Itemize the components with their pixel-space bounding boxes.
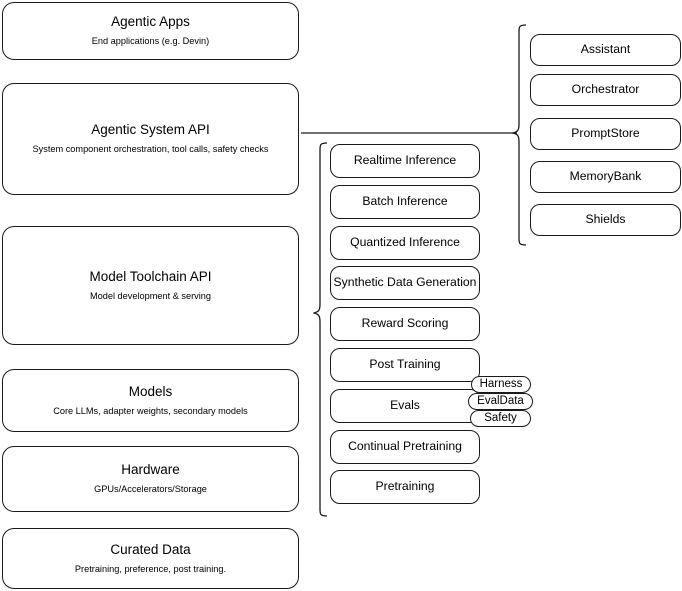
component-box-orchestrator[interactable]: Orchestrator [530, 74, 681, 106]
component-label: Shields [585, 212, 626, 227]
capability-box-reward-scoring[interactable]: Reward Scoring [330, 307, 480, 341]
capability-label: Realtime Inference [353, 153, 457, 168]
layer-subtitle: Core LLMs, adapter weights, secondary mo… [53, 405, 248, 416]
eval-chip-safety[interactable]: Safety [470, 410, 531, 427]
component-box-memorybank[interactable]: MemoryBank [530, 161, 681, 193]
capability-label: Evals [390, 398, 420, 413]
layer-title: Curated Data [110, 541, 191, 557]
capability-label: Batch Inference [362, 194, 448, 209]
capability-box-evals[interactable]: Evals [330, 389, 480, 423]
component-label: Assistant [580, 42, 631, 57]
layer-subtitle: Model development & serving [89, 290, 212, 301]
capability-box-synthetic-data-generation[interactable]: Synthetic Data Generation [330, 266, 480, 300]
layer-title: Hardware [121, 462, 180, 478]
layer-subtitle: System component orchestration, tool cal… [32, 144, 269, 155]
capability-label: Post Training [369, 357, 441, 372]
eval-chip-harness[interactable]: Harness [471, 376, 531, 393]
capability-box-realtime-inference[interactable]: Realtime Inference [330, 144, 480, 178]
component-label: Orchestrator [571, 82, 640, 97]
capability-box-quantized-inference[interactable]: Quantized Inference [330, 226, 480, 260]
eval-chip-evaldata[interactable]: EvalData [468, 393, 533, 410]
capability-label: Quantized Inference [350, 235, 460, 250]
layer-title: Agentic Apps [111, 14, 190, 30]
capability-box-continual-pretraining[interactable]: Continual Pretraining [330, 430, 480, 464]
component-box-promptstore[interactable]: PromptStore [530, 118, 681, 150]
capability-label: Synthetic Data Generation [333, 275, 477, 290]
layer-box-agentic-apps[interactable]: Agentic Apps End applications (e.g. Devi… [2, 2, 299, 60]
component-label: PromptStore [571, 126, 640, 141]
layer-subtitle: End applications (e.g. Devin) [91, 36, 210, 47]
layer-box-curated-data[interactable]: Curated Data Pretraining, preference, po… [2, 528, 299, 589]
layer-title: Models [128, 383, 173, 399]
middle-column-brace [313, 142, 328, 517]
capability-box-pretraining[interactable]: Pretraining [330, 470, 480, 504]
right-column-brace [512, 24, 527, 246]
component-box-shields[interactable]: Shields [530, 204, 681, 236]
layer-title: Model Toolchain API [89, 268, 212, 284]
layer-title: Agentic System API [91, 122, 210, 138]
capability-label: Continual Pretraining [348, 439, 462, 454]
layer-box-models[interactable]: Models Core LLMs, adapter weights, secon… [2, 369, 299, 432]
capability-label: Reward Scoring [361, 316, 449, 331]
capability-box-post-training[interactable]: Post Training [330, 348, 480, 382]
layer-box-hardware[interactable]: Hardware GPUs/Accelerators/Storage [2, 446, 299, 512]
component-label: MemoryBank [569, 169, 642, 184]
layer-subtitle: Pretraining, preference, post training. [74, 563, 227, 574]
capability-label: Pretraining [375, 479, 435, 494]
layer-subtitle: GPUs/Accelerators/Storage [94, 484, 207, 495]
capability-box-batch-inference[interactable]: Batch Inference [330, 185, 480, 219]
layer-box-model-toolchain-api[interactable]: Model Toolchain API Model development & … [2, 226, 299, 345]
layer-box-agentic-system-api[interactable]: Agentic System API System component orch… [2, 83, 299, 195]
component-box-assistant[interactable]: Assistant [530, 34, 681, 66]
